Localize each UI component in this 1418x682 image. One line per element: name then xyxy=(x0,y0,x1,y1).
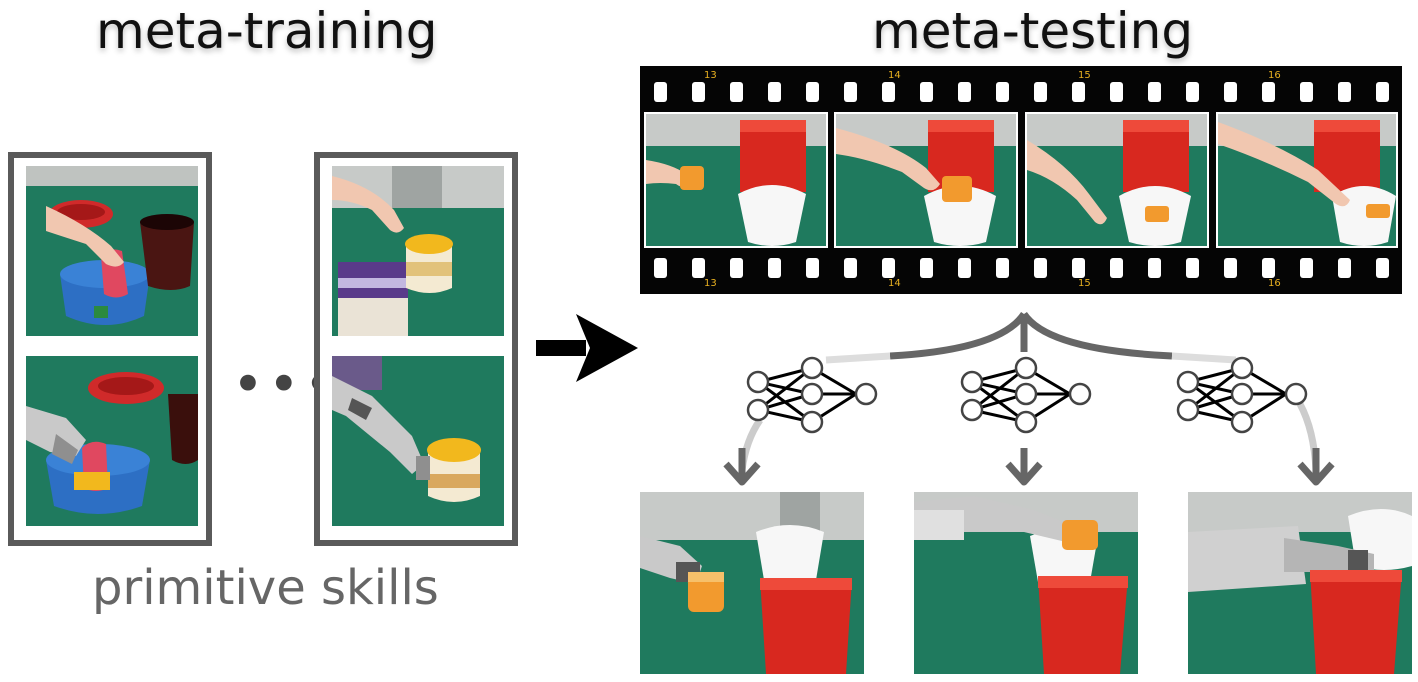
sprocket-hole xyxy=(1262,258,1275,278)
sprocket-hole xyxy=(1034,258,1047,278)
frame-number-bottom-16: 16 xyxy=(1268,278,1281,289)
film-frame-2 xyxy=(834,112,1018,248)
sprocket-hole xyxy=(654,82,667,102)
sprocket-hole xyxy=(882,82,895,102)
sprocket-hole xyxy=(1300,258,1313,278)
frame-number-top-15: 15 xyxy=(1078,70,1091,81)
sprocket-hole xyxy=(1224,82,1237,102)
film-frame-3 xyxy=(1025,112,1209,248)
frame-number-bottom-14: 14 xyxy=(888,278,901,289)
frame-number-bottom-15: 15 xyxy=(1078,278,1091,289)
frame-number-top-14: 14 xyxy=(888,70,901,81)
frame-number-top-16: 16 xyxy=(1268,70,1281,81)
meta-testing-title: meta-testing xyxy=(872,2,1194,60)
sprocket-hole xyxy=(1262,82,1275,102)
meta-training-title: meta-training xyxy=(96,2,438,60)
sprocket-hole xyxy=(1034,82,1047,102)
film-frame-1 xyxy=(644,112,828,248)
primitive-skills-caption: primitive skills xyxy=(92,560,439,616)
sprocket-hole xyxy=(958,82,971,102)
right-arrow-icon xyxy=(536,314,638,382)
sprocket-hole xyxy=(806,82,819,102)
film-frame-4 xyxy=(1216,112,1398,248)
sprocket-hole xyxy=(920,82,933,102)
sprocket-hole xyxy=(768,258,781,278)
down-arrow-icon xyxy=(1297,448,1335,486)
sprocket-hole xyxy=(1148,82,1161,102)
frame-number-bottom-13: 13 xyxy=(704,278,717,289)
sprocket-hole xyxy=(1338,82,1351,102)
sprocket-hole xyxy=(996,258,1009,278)
sprocket-hole xyxy=(1300,82,1313,102)
human-demo-photo-1 xyxy=(26,166,198,336)
sprocket-hole xyxy=(1110,258,1123,278)
sprocket-hole xyxy=(882,258,895,278)
sprocket-hole xyxy=(768,82,781,102)
frame-number-top-13: 13 xyxy=(704,70,717,81)
sprocket-holes-top xyxy=(640,82,1402,102)
skill-panel-2 xyxy=(314,152,518,546)
human-demo-photo-2 xyxy=(332,166,504,336)
sprocket-hole xyxy=(920,258,933,278)
sprocket-hole xyxy=(844,258,857,278)
sprocket-hole xyxy=(844,82,857,102)
sprocket-hole xyxy=(1224,258,1237,278)
robot-demo-photo-2 xyxy=(332,356,504,526)
robot-demo-photo-1 xyxy=(26,356,198,526)
robot-execution-photo-2 xyxy=(914,492,1138,674)
sprocket-hole xyxy=(1186,258,1199,278)
sprocket-hole xyxy=(1110,82,1123,102)
sprocket-hole xyxy=(996,82,1009,102)
neural-network-icon xyxy=(1176,356,1308,434)
sprocket-hole xyxy=(730,82,743,102)
sprocket-hole xyxy=(730,258,743,278)
sprocket-hole xyxy=(654,258,667,278)
sprocket-hole xyxy=(958,258,971,278)
sprocket-hole xyxy=(692,258,705,278)
skill-panel-1 xyxy=(8,152,212,546)
robot-execution-photo-1 xyxy=(640,492,864,674)
neural-network-icon xyxy=(960,356,1092,434)
sprocket-holes-bottom xyxy=(640,258,1402,278)
sprocket-hole xyxy=(1072,258,1085,278)
sprocket-hole xyxy=(1338,258,1351,278)
sprocket-hole xyxy=(806,258,819,278)
down-arrow-icon xyxy=(723,448,761,486)
sprocket-hole xyxy=(1072,82,1085,102)
sprocket-hole xyxy=(1186,82,1199,102)
sprocket-hole xyxy=(692,82,705,102)
sprocket-hole xyxy=(1376,82,1389,102)
robot-execution-photo-3 xyxy=(1188,492,1412,674)
down-arrow-icon xyxy=(1005,448,1043,486)
sprocket-hole xyxy=(1148,258,1161,278)
demo-video-filmstrip: 13 14 15 16 13 14 15 16 xyxy=(640,66,1402,294)
sprocket-hole xyxy=(1376,258,1389,278)
neural-network-icon xyxy=(746,356,878,434)
